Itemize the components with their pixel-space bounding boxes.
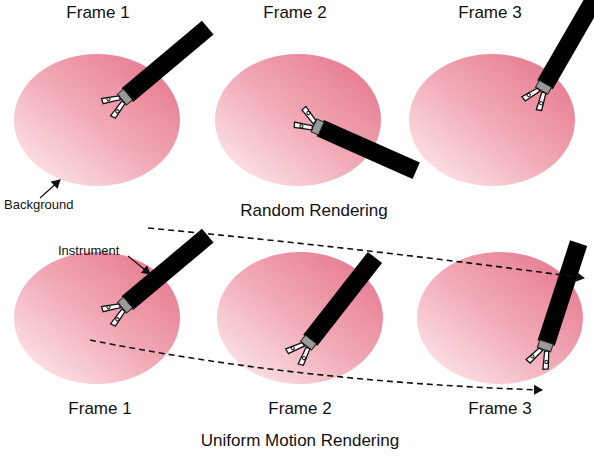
instrument bbox=[98, 225, 214, 328]
frame-label: Frame 3 bbox=[468, 400, 531, 419]
leader-arrow bbox=[40, 180, 60, 198]
motion-path bbox=[148, 228, 584, 278]
frame-label: Frame 3 bbox=[458, 4, 521, 23]
instrument bbox=[525, 239, 588, 371]
motion-path bbox=[90, 340, 542, 390]
frame-label: Frame 1 bbox=[66, 4, 129, 23]
instrument bbox=[98, 17, 214, 120]
frame-label: Frame 2 bbox=[268, 400, 331, 419]
instrument bbox=[283, 249, 383, 367]
instrument bbox=[292, 105, 421, 180]
leader-arrow bbox=[128, 256, 150, 274]
instrument bbox=[520, 0, 594, 112]
row-caption: Random Rendering bbox=[240, 202, 387, 221]
frame-label: Frame 2 bbox=[263, 4, 326, 23]
row-caption: Uniform Motion Rendering bbox=[201, 432, 399, 451]
frame-label: Frame 1 bbox=[68, 400, 131, 419]
part-label: Background bbox=[4, 198, 73, 212]
part-label: Instrument bbox=[58, 244, 119, 258]
background-ellipse bbox=[215, 54, 381, 186]
